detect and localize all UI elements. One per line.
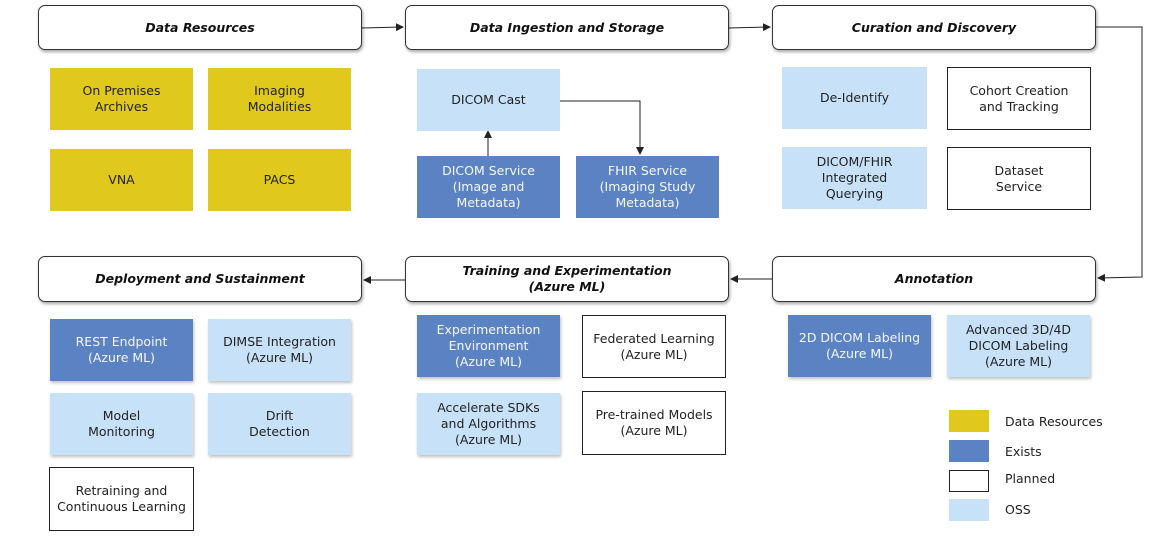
- header-training: Training and Experimentation (Azure ML): [405, 256, 729, 302]
- box-dicom-service: DICOM Service (Image and Metadata): [417, 156, 560, 218]
- box-pacs: PACS: [208, 149, 351, 211]
- legend-swatch-data-resources: [949, 410, 989, 432]
- arrow-cast-to-fhir: [560, 100, 644, 155]
- box-vna: VNA: [50, 149, 193, 211]
- arrow-resources-to-ingestion: [361, 23, 404, 32]
- box-integrated-querying: DICOM/FHIR Integrated Querying: [782, 147, 927, 209]
- box-on-premises-archives: On Premises Archives: [50, 68, 193, 130]
- legend-label-exists: Exists: [1005, 444, 1042, 459]
- box-federated-learning: Federated Learning (Azure ML): [582, 315, 726, 378]
- legend-label-planned: Planned: [1005, 471, 1056, 486]
- box-cohort-creation: Cohort Creation and Tracking: [947, 67, 1091, 130]
- arrow-ingestion-to-curation: [728, 23, 771, 32]
- box-fhir-service: FHIR Service (Imaging Study Metadata): [576, 156, 719, 218]
- box-drift-detection: Drift Detection: [208, 393, 351, 455]
- legend-swatch-planned: [949, 470, 989, 492]
- legend-swatch-exists: [949, 440, 989, 462]
- box-2d-dicom-labeling: 2D DICOM Labeling (Azure ML): [788, 315, 931, 377]
- legend-swatch-oss: [949, 499, 989, 521]
- box-dimse-integration: DIMSE Integration (Azure ML): [208, 319, 351, 381]
- box-de-identify: De-Identify: [782, 67, 927, 129]
- box-experimentation-environment: Experimentation Environment (Azure ML): [417, 315, 560, 377]
- arrow-curation-to-annotation: [1096, 26, 1143, 282]
- box-dataset-service: Dataset Service: [947, 147, 1091, 210]
- box-accelerate-sdks: Accelerate SDKs and Algorithms (Azure ML…: [417, 393, 560, 455]
- box-3d-4d-dicom-labeling: Advanced 3D/4D DICOM Labeling (Azure ML): [947, 315, 1090, 377]
- legend-label-data-resources: Data Resources: [1005, 414, 1103, 429]
- header-data-ingestion: Data Ingestion and Storage: [405, 5, 729, 50]
- box-dicom-cast: DICOM Cast: [417, 69, 560, 131]
- box-rest-endpoint: REST Endpoint (Azure ML): [50, 319, 193, 381]
- legend-label-oss: OSS: [1005, 502, 1031, 517]
- header-data-resources: Data Resources: [38, 5, 362, 50]
- box-pretrained-models: Pre-trained Models (Azure ML): [582, 391, 726, 455]
- header-annotation: Annotation: [772, 256, 1096, 302]
- header-curation-discovery: Curation and Discovery: [772, 5, 1096, 50]
- box-retraining: Retraining and Continuous Learning: [49, 467, 194, 531]
- box-model-monitoring: Model Monitoring: [50, 393, 193, 455]
- header-deployment: Deployment and Sustainment: [38, 256, 362, 302]
- box-imaging-modalities: Imaging Modalities: [208, 68, 351, 130]
